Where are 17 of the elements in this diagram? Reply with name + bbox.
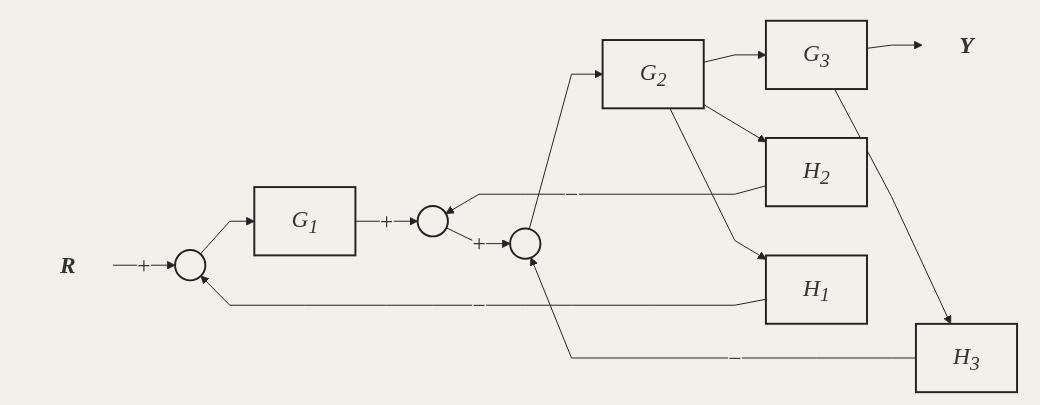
edge-label: −	[728, 345, 742, 371]
node-box: H$_{3}$	[915, 322, 1019, 394]
edge-label: +	[379, 208, 394, 234]
node-text: Y	[959, 32, 974, 58]
node-box: G$_{2}$	[601, 39, 705, 110]
node-box: H$_{2}$	[764, 137, 869, 208]
edge-label: +	[472, 230, 486, 257]
node-box: H$_{1}$	[764, 254, 869, 325]
node-circle	[174, 249, 207, 282]
node-text: R	[60, 252, 76, 278]
node-circle	[416, 205, 449, 238]
node-circle	[509, 227, 542, 260]
edge-label: −	[564, 181, 579, 207]
edge-label: −	[472, 292, 486, 318]
node-box: G$_{1}$	[253, 186, 357, 257]
node-box: G$_{3}$	[764, 19, 869, 91]
edge-label: +	[137, 252, 151, 278]
